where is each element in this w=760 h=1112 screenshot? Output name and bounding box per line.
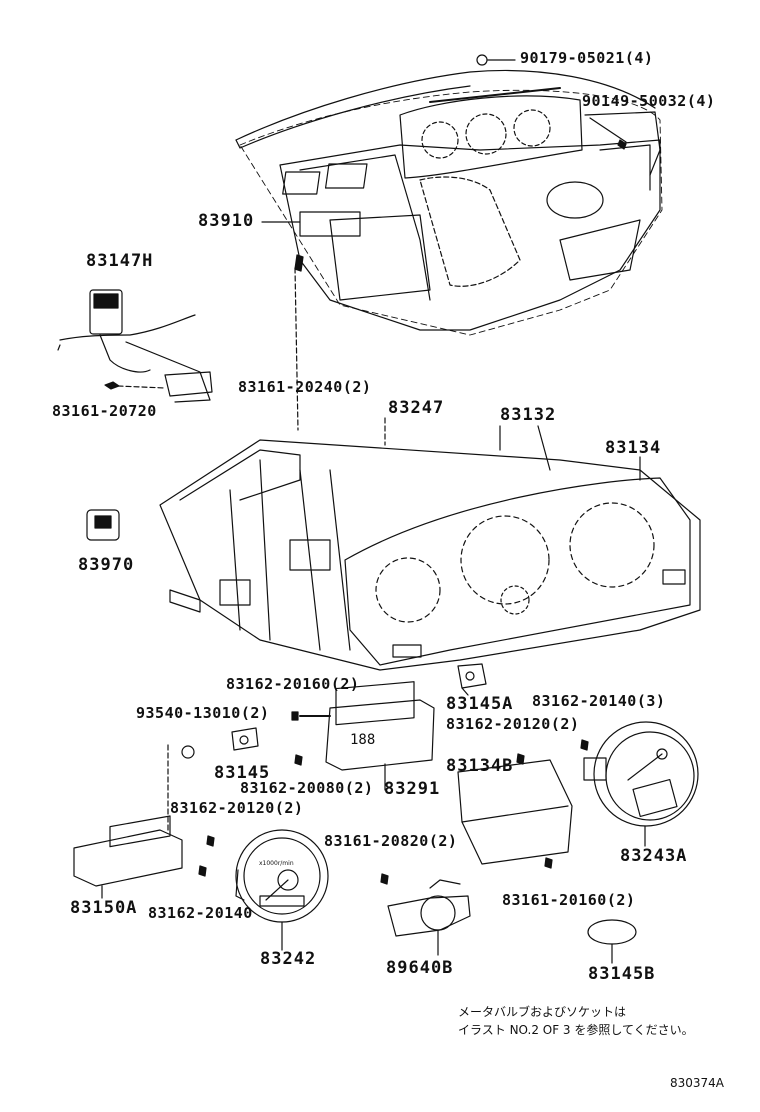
- lcd-digits: 188: [350, 732, 375, 748]
- label-83910: 83910: [198, 211, 255, 231]
- hazard-switch-bezel: [299, 211, 361, 237]
- label-83162-20120-b: 83162-20120(2): [170, 799, 304, 817]
- label-83242: 83242: [260, 949, 317, 969]
- label-83161-20820: 83161-20820(2): [324, 832, 458, 850]
- label-89640b: 89640B: [386, 958, 454, 978]
- label-83150a: 83150A: [70, 898, 138, 918]
- part-83970-drawing: [86, 509, 120, 541]
- diagram-code: 830374A: [670, 1076, 725, 1090]
- label-83161-20720: 83161-20720: [52, 402, 157, 420]
- switch-83147h-drawing: [57, 289, 213, 403]
- label-90149-50032: 90149-50032(4): [582, 92, 716, 110]
- label-83161-20160: 83161-20160(2): [502, 891, 636, 909]
- label-83243a: 83243A: [620, 846, 688, 866]
- cluster-housing-drawing: [159, 254, 701, 671]
- label-83162-20080: 83162-20080(2): [240, 779, 374, 797]
- label-83161-20240: 83161-20240(2): [238, 378, 372, 396]
- label-83291: 83291: [384, 779, 441, 799]
- label-83162-20120-a: 83162-20120(2): [446, 715, 580, 733]
- label-83145b: 83145B: [588, 964, 656, 984]
- note-line-1: メータバルブおよびソケットは: [458, 1005, 627, 1019]
- label-83134b: 83134B: [446, 756, 514, 776]
- dashboard-panel-drawing: [235, 54, 663, 336]
- label-93540-13010: 93540-13010(2): [136, 704, 270, 722]
- tach-face-text: x1000r/min: [259, 860, 294, 867]
- label-83147h: 83147H: [86, 251, 154, 271]
- note-line-2: イラスト NO.2 OF 3 を参照してください。: [458, 1023, 694, 1037]
- label-83247: 83247: [388, 398, 445, 418]
- label-83132: 83132: [500, 405, 557, 425]
- label-83145a: 83145A: [446, 694, 514, 714]
- label-83134: 83134: [605, 438, 662, 458]
- label-83162-20140-3: 83162-20140(3): [532, 692, 666, 710]
- label-83162-20140: 83162-20140: [148, 904, 253, 922]
- label-83970: 83970: [78, 555, 135, 575]
- label-90179-05021: 90179-05021(4): [520, 49, 654, 67]
- lower-components-drawing: [73, 663, 699, 964]
- label-83162-20160: 83162-20160(2): [226, 675, 360, 693]
- label-83145: 83145: [214, 763, 271, 783]
